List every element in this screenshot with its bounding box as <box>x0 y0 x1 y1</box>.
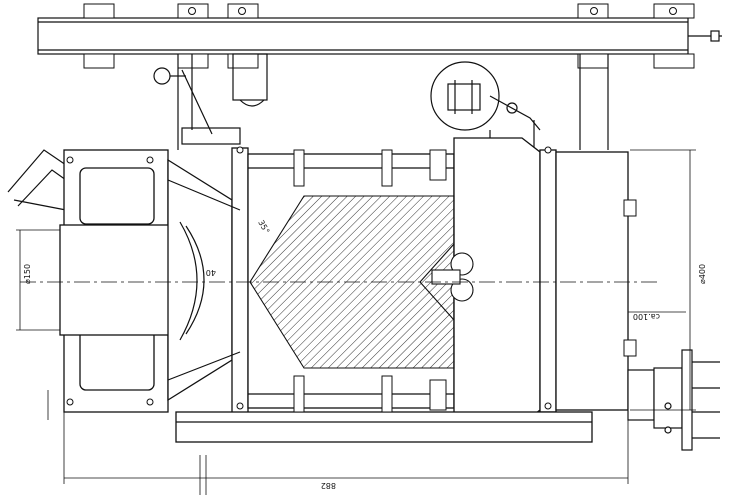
dimension-diameter-inlet: ⌀150 <box>23 264 32 284</box>
dimension-lines <box>16 149 696 495</box>
hangers <box>153 53 609 150</box>
motor-coupling <box>627 349 720 451</box>
fasteners <box>66 146 637 413</box>
dimension-angle: 40 <box>206 268 216 277</box>
inlet-vane <box>167 179 241 381</box>
dimension-diameter-outer: ⌀400 <box>698 264 707 284</box>
top-beam <box>37 17 722 55</box>
dimension-offset: ca.100 <box>633 312 660 321</box>
top-clamps <box>83 3 695 69</box>
inlet-chute <box>7 149 67 211</box>
dimension-overall-length: 882 <box>321 481 336 490</box>
